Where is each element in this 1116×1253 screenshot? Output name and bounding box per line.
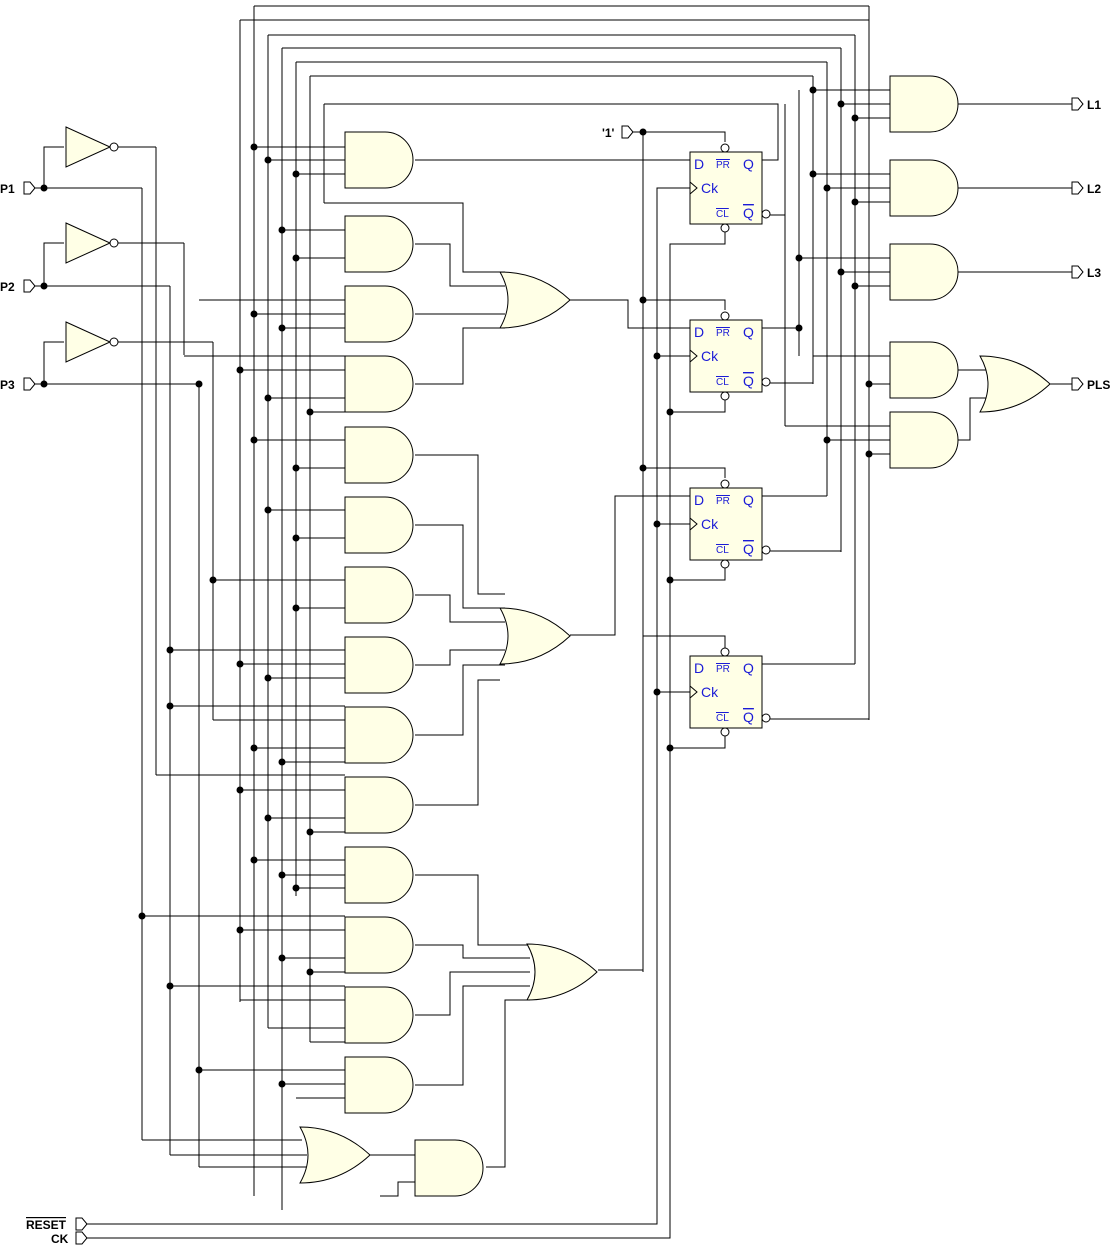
input-ports: P1 P2 P3 '1' RESET CK	[0, 125, 634, 1246]
flip-flop-4: D PR Q Ck CL Q	[689, 647, 771, 737]
ff-qbar-label: Q	[743, 709, 754, 725]
output-l1-label: L1	[1087, 98, 1101, 112]
ff-d-label: D	[694, 324, 704, 340]
ff-pr-label: PR	[716, 664, 730, 675]
output-l3-label: L3	[1087, 266, 1101, 280]
output-ports: L1 L2 L3 PLS	[1071, 97, 1110, 392]
ff-ck-label: Ck	[701, 684, 719, 700]
ff-pr-label: PR	[716, 496, 730, 507]
ff-pr-label: PR	[716, 328, 730, 339]
ff-qbar-label: Q	[743, 541, 754, 557]
ff-cl-label: CL	[716, 209, 729, 220]
output-l2-label: L2	[1087, 182, 1101, 196]
ff-d-label: D	[694, 492, 704, 508]
input-p2-label: P2	[0, 280, 15, 294]
output-pls-label: PLS	[1087, 378, 1110, 392]
ff-ck-label: Ck	[701, 180, 719, 196]
ff-ck-label: Ck	[701, 516, 719, 532]
ff-d-label: D	[694, 660, 704, 676]
input-one-label: '1'	[602, 126, 615, 140]
ff-pr-label: PR	[716, 160, 730, 171]
flip-flop-1: D PR Q Ck CL Q	[689, 143, 771, 233]
input-ck-label: CK	[51, 1232, 69, 1246]
wires	[34, 5, 1072, 1239]
ff-q-label: Q	[743, 156, 754, 172]
ff-cl-label: CL	[716, 545, 729, 556]
ff-qbar-label: Q	[743, 205, 754, 221]
ff-q-label: Q	[743, 324, 754, 340]
flip-flop-2: D PR Q Ck CL Q	[689, 311, 771, 401]
not-gates	[65, 126, 119, 363]
input-p3-label: P3	[0, 378, 15, 392]
input-reset-label: RESET	[26, 1218, 67, 1232]
ff-qbar-label: Q	[743, 373, 754, 389]
not-gate-p3	[65, 321, 119, 363]
ff-q-label: Q	[743, 492, 754, 508]
ff-d-label: D	[694, 156, 704, 172]
ff-cl-label: CL	[716, 713, 729, 724]
ff-q-label: Q	[743, 660, 754, 676]
not-gate-p1	[65, 126, 119, 168]
input-p1-label: P1	[0, 182, 15, 196]
flip-flop-3: D PR Q Ck CL Q	[689, 479, 771, 569]
ff-cl-label: CL	[716, 377, 729, 388]
not-gate-p2	[65, 222, 119, 264]
junction-dots	[40, 86, 873, 1088]
ff-ck-label: Ck	[701, 348, 719, 364]
